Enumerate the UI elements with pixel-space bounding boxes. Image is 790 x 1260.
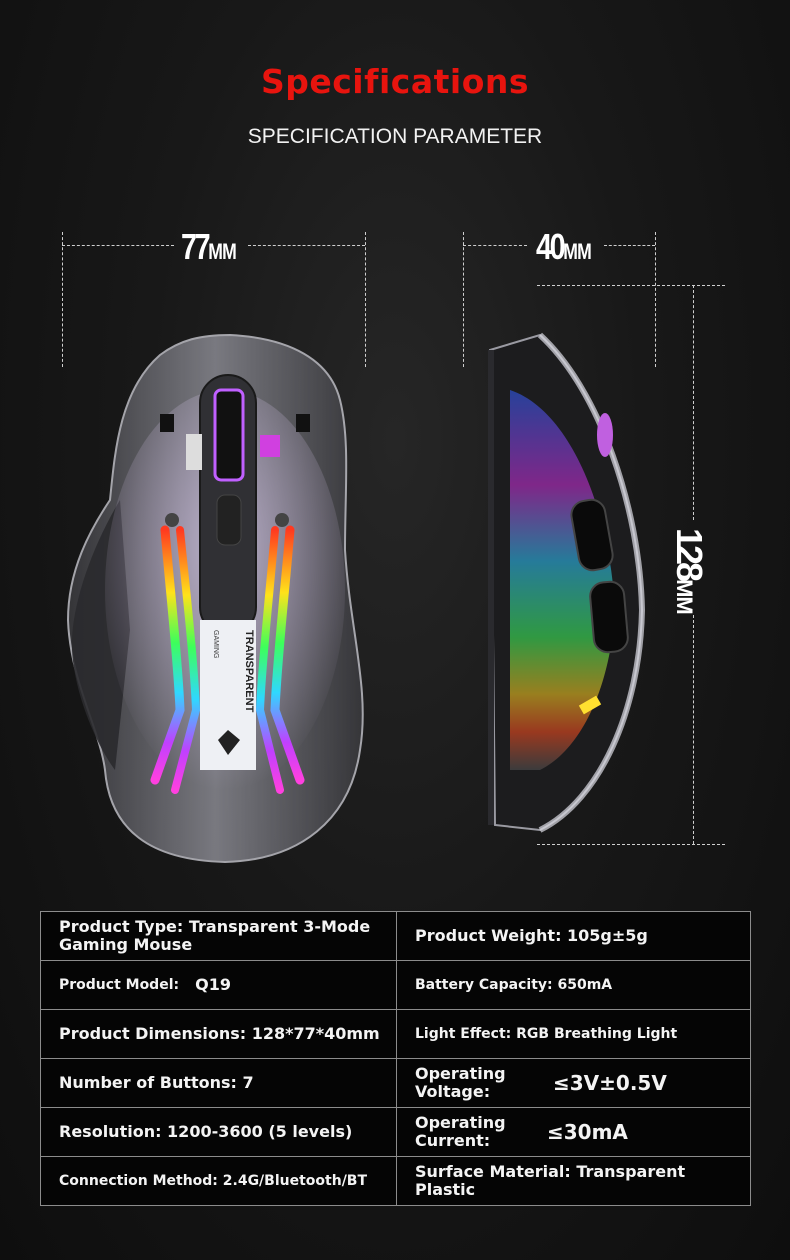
page-title: Specifications <box>260 62 530 101</box>
width-label: 77MM <box>181 226 237 267</box>
length-guide-bottom <box>537 844 725 845</box>
svg-text:GAMING: GAMING <box>212 630 219 658</box>
spec-product-type: Product Type: Transparent 3-Mode Gaming … <box>40 911 397 961</box>
spec-connection-method: Connection Method: 2.4G/Bluetooth/BT <box>40 1156 397 1206</box>
spec-product-weight: Product Weight: 105g±5g <box>396 911 751 961</box>
spec-number-of-buttons: Number of Buttons: 7 <box>40 1058 397 1108</box>
width-dash-left <box>62 245 174 246</box>
width-dash-right <box>248 245 365 246</box>
length-guide-top <box>537 285 725 286</box>
spec-value: Q19 <box>195 974 231 994</box>
length-dash-bottom <box>693 615 694 844</box>
spec-row: Product Model: Q19 Battery Capacity: 650m… <box>40 960 751 1010</box>
spec-row: Connection Method: 2.4G/Bluetooth/BT Sur… <box>40 1156 751 1206</box>
spec-resolution: Resolution: 1200-3600 (5 levels) <box>40 1107 397 1157</box>
depth-guide-right <box>655 232 656 367</box>
mouse-side-view-image <box>488 332 646 833</box>
spec-label: Operating Voltage: <box>415 1063 506 1101</box>
width-guide-left <box>62 232 63 367</box>
spec-table: Product Type: Transparent 3-Mode Gaming … <box>40 911 751 1206</box>
depth-guide-left <box>463 232 464 367</box>
page-subtitle: SPECIFICATION PARAMETER <box>247 125 543 148</box>
spec-battery-capacity: Battery Capacity: 650mA <box>396 960 751 1010</box>
length-dash-top <box>693 285 694 520</box>
spec-surface-material: Surface Material: Transparent Plastic <box>396 1156 751 1206</box>
spec-light-effect: Light Effect: RGB Breathing Light <box>396 1009 751 1059</box>
spec-label: Operating Current: <box>415 1112 506 1150</box>
spec-product-model: Product Model: Q19 <box>40 960 397 1010</box>
spec-row: Product Dimensions: 128*77*40mm Light Ef… <box>40 1009 751 1059</box>
mouse-top-view-image: TRANSPARENT GAMING <box>66 333 364 864</box>
spec-row: Number of Buttons: 7 Operating Voltage: ≤… <box>40 1058 751 1108</box>
depth-dash-left <box>463 245 527 246</box>
width-guide-right <box>365 232 366 367</box>
spec-row: Resolution: 1200-3600 (5 levels) Operati… <box>40 1107 751 1157</box>
spec-value: ≤30mA <box>547 1119 628 1144</box>
spec-row: Product Type: Transparent 3-Mode Gaming … <box>40 911 751 961</box>
spec-label: Product Model: <box>59 976 180 993</box>
mouse-label-text: TRANSPARENT <box>243 630 255 713</box>
spec-value: ≤3V±0.5V <box>553 1070 667 1095</box>
spec-product-dimensions: Product Dimensions: 128*77*40mm <box>40 1009 397 1059</box>
depth-label: 40MM <box>536 226 592 267</box>
spec-operating-current: Operating Current: ≤30mA <box>396 1107 751 1157</box>
depth-dash-right <box>604 245 655 246</box>
spec-operating-voltage: Operating Voltage: ≤3V±0.5V <box>396 1058 751 1108</box>
